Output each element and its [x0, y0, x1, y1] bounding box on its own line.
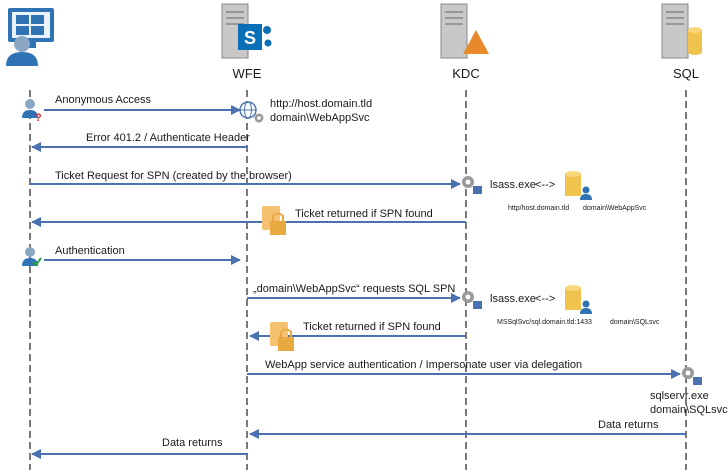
sql-note-process: sqlservr.exe	[650, 390, 709, 402]
user-check-icon	[22, 247, 42, 267]
kdc2-swap: <-->	[535, 293, 555, 305]
svg-text:S: S	[244, 28, 256, 48]
service-gear-icon	[462, 176, 482, 194]
msg-data-returns-sql: Data returns	[598, 419, 659, 431]
kdc1-swap: <-->	[535, 179, 555, 191]
service-gear-icon	[682, 367, 702, 385]
sharepoint-server-icon: S	[221, 3, 272, 59]
kdc-label: KDC	[452, 66, 479, 81]
kdc1-process: lsass.exe	[490, 179, 536, 191]
msg-ticket-request: Ticket Request for SPN (created by the b…	[55, 170, 292, 182]
wfe-note-account: domain\WebAppSvc	[270, 112, 370, 124]
svg-text:?: ?	[35, 112, 42, 124]
msg-data-returns-client: Data returns	[162, 437, 223, 449]
msg-anonymous-access: Anonymous Access	[55, 94, 151, 106]
kdc2-spn: MSSqlSvc/sql.domain.tld:1433	[497, 319, 592, 326]
msg-error-401: Error 401.2 / Authenticate Header	[86, 132, 250, 144]
kdc1-spn: http/host.domain.tld	[508, 205, 569, 212]
msg-ticket-returned: Ticket returned if SPN found	[295, 208, 433, 220]
sql-server-icon	[661, 3, 702, 59]
service-gear-icon	[462, 291, 482, 309]
user-monitor-icon	[6, 8, 54, 66]
database-icon	[565, 285, 592, 314]
msg-authentication: Authentication	[55, 245, 125, 257]
service-gear-icon	[254, 113, 264, 123]
kdc1-account: domain\WebAppSvc	[583, 205, 647, 212]
msg-webapp-auth: WebApp service authentication / Imperson…	[265, 359, 582, 371]
user-question-icon: ?	[22, 99, 42, 124]
kdc2-account: domain\SQLsvc	[610, 319, 660, 326]
kdc-server-icon	[440, 3, 489, 59]
lock-ticket-icon	[262, 206, 286, 235]
web-globe-icon	[239, 101, 257, 119]
lock-ticket-icon	[270, 322, 294, 351]
sql-label: SQL	[673, 66, 699, 81]
wfe-note-url: http://host.domain.tld	[270, 98, 372, 110]
sql-note-account: domain\SQLsvc	[650, 404, 728, 416]
database-icon	[565, 171, 592, 200]
kdc2-process: lsass.exe	[490, 293, 536, 305]
wfe-label: WFE	[233, 66, 262, 81]
msg-sql-spn: „domain\WebAppSvc“ requests SQL SPN	[253, 283, 455, 295]
msg-ticket-returned-2: Ticket returned if SPN found	[303, 321, 441, 333]
